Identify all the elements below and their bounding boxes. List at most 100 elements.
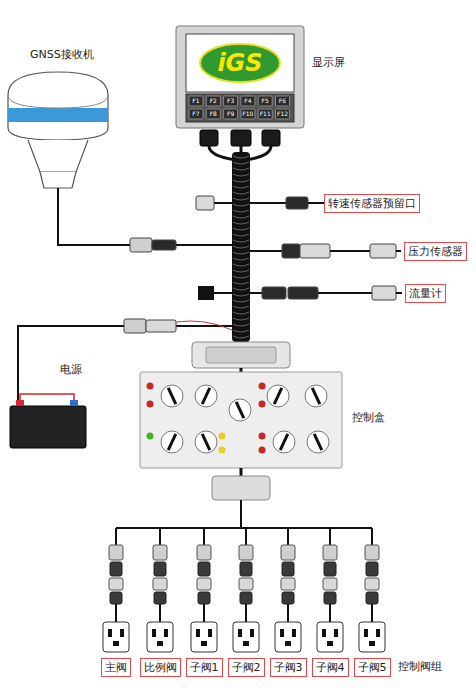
knob-lever	[314, 434, 322, 450]
key-label: F4	[241, 96, 255, 106]
function-key	[206, 109, 220, 119]
part-name: 显示屏	[312, 56, 345, 70]
valve-wire	[159, 528, 161, 545]
flow-block	[198, 286, 214, 300]
cable-coil	[233, 168, 249, 170]
socket-slot	[327, 641, 333, 646]
cable-coil	[233, 312, 249, 314]
function-key	[276, 109, 290, 119]
flow-wire	[214, 292, 232, 294]
speed-wire	[214, 202, 232, 204]
cable-coil	[233, 246, 249, 248]
display-screen	[186, 34, 294, 92]
plug	[130, 238, 152, 252]
socket-slot	[292, 629, 296, 637]
cable-coil	[233, 318, 249, 320]
cable-coil	[233, 162, 249, 164]
node-text: iGS	[217, 49, 262, 77]
plug	[196, 196, 214, 210]
cable-coil	[233, 222, 249, 224]
bundle-connector	[192, 342, 290, 368]
sensor-label-box: 流量计	[405, 284, 446, 303]
part-name: 控制盒	[352, 411, 385, 425]
valve-plug	[324, 562, 336, 576]
socket-slot	[108, 629, 112, 637]
cable-bundle	[232, 152, 250, 342]
cable-coil	[233, 276, 249, 278]
valve-wire	[371, 604, 373, 622]
pressure-wire	[396, 250, 401, 252]
indicator-light	[259, 447, 266, 454]
node-text: 子阀5	[358, 660, 387, 675]
function-key	[189, 96, 203, 106]
key-label: F6	[276, 96, 290, 106]
socket-slot	[364, 629, 368, 637]
function-key	[206, 96, 220, 106]
valve-socket	[275, 622, 301, 652]
socket-slot	[322, 629, 326, 637]
cable-coil	[233, 294, 249, 296]
knob-lever	[168, 434, 176, 450]
display-keypad	[186, 94, 294, 122]
display-connector	[262, 130, 280, 146]
plug	[300, 244, 330, 258]
valve-plug	[365, 578, 379, 590]
socket-slot	[238, 629, 242, 637]
valve-plug	[239, 545, 253, 560]
valve-plug	[240, 562, 252, 576]
gnss-wire	[176, 244, 232, 246]
valve-plug	[197, 545, 211, 560]
knob	[195, 385, 217, 407]
indicator-light	[147, 401, 154, 408]
knob-lever	[202, 434, 210, 450]
valve-wire	[287, 528, 289, 545]
socket-slot	[113, 641, 119, 646]
valve-label-box: 子阀4	[312, 658, 349, 677]
node-text: 子阀3	[274, 660, 303, 675]
valve-socket	[359, 622, 385, 652]
cable-coil	[233, 156, 249, 158]
part-name: 控制阀组	[398, 660, 442, 674]
socket-slot	[120, 629, 124, 637]
function-key	[241, 109, 255, 119]
valve-plug	[154, 562, 166, 576]
valve-plug	[366, 562, 378, 576]
socket-slot	[201, 641, 207, 646]
power-wire	[18, 326, 124, 406]
socket-slot	[196, 629, 200, 637]
valve-plug	[154, 592, 166, 604]
node-text: 子阀4	[316, 660, 345, 675]
socket-slot	[243, 641, 249, 646]
battery-wire-red	[20, 394, 74, 400]
part-name: GNSS接收机	[30, 48, 94, 62]
flow-wire	[250, 292, 262, 294]
cable-coil	[233, 324, 249, 326]
node-text: 子阀1	[190, 660, 219, 675]
valve-plug	[197, 578, 211, 590]
cable-coil	[233, 204, 249, 206]
speed-wire	[250, 202, 286, 204]
indicator-light	[259, 401, 266, 408]
cable-coil	[233, 330, 249, 332]
knob	[267, 385, 289, 407]
valve-plug	[281, 545, 295, 560]
valve-wire	[159, 604, 161, 622]
valve-wire	[245, 528, 247, 545]
socket-slot	[250, 629, 254, 637]
key-label: F7	[189, 109, 203, 119]
knob	[273, 431, 295, 453]
function-key	[224, 109, 238, 119]
valve-wire	[329, 528, 331, 545]
battery	[10, 406, 86, 448]
valve-plug	[323, 578, 337, 590]
valve-plug	[109, 578, 123, 590]
plug	[152, 240, 176, 250]
gnss-mount	[40, 172, 76, 188]
plug	[282, 244, 300, 258]
function-key	[241, 96, 255, 106]
indicator-light	[147, 383, 154, 390]
knob-lever	[274, 388, 282, 404]
valve-plug	[282, 592, 294, 604]
indicator-light	[219, 447, 226, 454]
